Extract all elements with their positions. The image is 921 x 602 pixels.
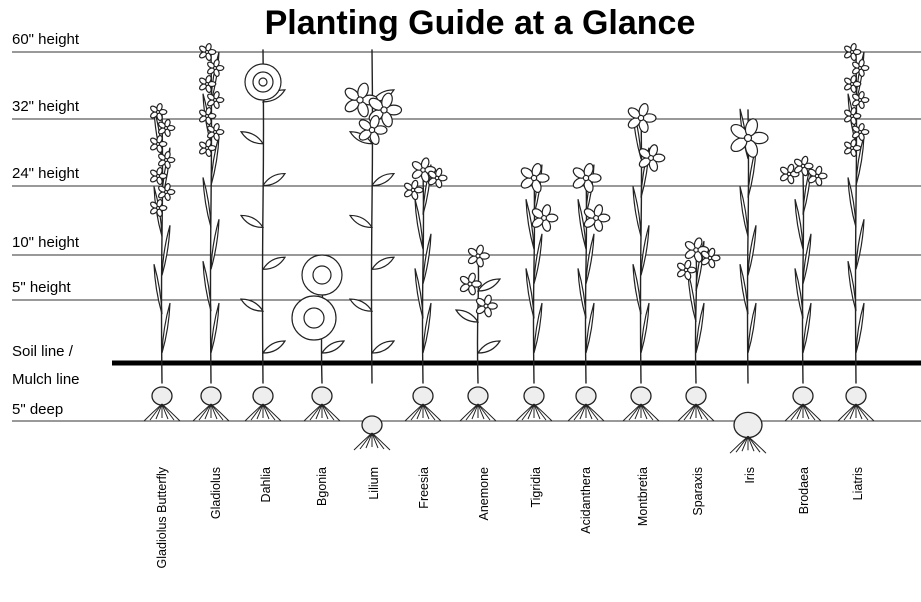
height-label: 32" height <box>12 98 80 115</box>
height-lines <box>12 52 921 421</box>
plant-label: Lilium <box>367 467 381 500</box>
plant-label: Freesia <box>417 467 431 509</box>
plant-label: Bgonia <box>315 467 329 506</box>
plant-label: Montbretia <box>636 467 650 526</box>
plant-label: Acidanthera <box>579 467 593 534</box>
height-label: 5" deep <box>12 401 63 418</box>
plant-acidanthera <box>568 162 610 421</box>
height-label: 24" height <box>12 165 80 182</box>
plant-label: Tigridia <box>529 467 543 508</box>
plant-labels: Gladiolus Butterfly Gladiolus Dahlia Bgonia… <box>155 466 865 568</box>
plant-iris <box>729 109 768 453</box>
plant-label: Brodaea <box>797 467 811 514</box>
plant-label: Iris <box>743 467 757 484</box>
plant-lilium <box>343 50 402 450</box>
plant-brodaea <box>779 156 827 421</box>
height-label: Soil line / <box>12 343 74 360</box>
plant-tigridia <box>516 162 558 421</box>
plant-label: Sparaxis <box>691 467 705 516</box>
plant-label: Dahlia <box>259 467 273 502</box>
plant-montbretia <box>623 102 665 421</box>
plants <box>144 43 874 453</box>
plant-bgonia <box>292 255 344 421</box>
plant-label: Gladiolus <box>209 467 223 519</box>
plant-gladiolus-butterfly <box>144 103 180 421</box>
plant-label: Anemone <box>477 467 491 521</box>
plant-sparaxis <box>676 237 720 421</box>
plant-label: Liatris <box>851 467 865 500</box>
plant-label: Gladiolus Butterfly <box>155 466 169 568</box>
page-title: Planting Guide at a Glance <box>265 4 696 42</box>
height-label: 10" height <box>12 234 80 251</box>
height-label: 60" height <box>12 31 80 48</box>
height-labels: 60" height 32" height 24" height 10" height… <box>12 31 80 418</box>
height-label: Mulch line <box>12 371 80 388</box>
height-label: 5" height <box>12 279 72 296</box>
plant-anemone <box>456 244 500 421</box>
plant-freesia <box>403 157 447 421</box>
